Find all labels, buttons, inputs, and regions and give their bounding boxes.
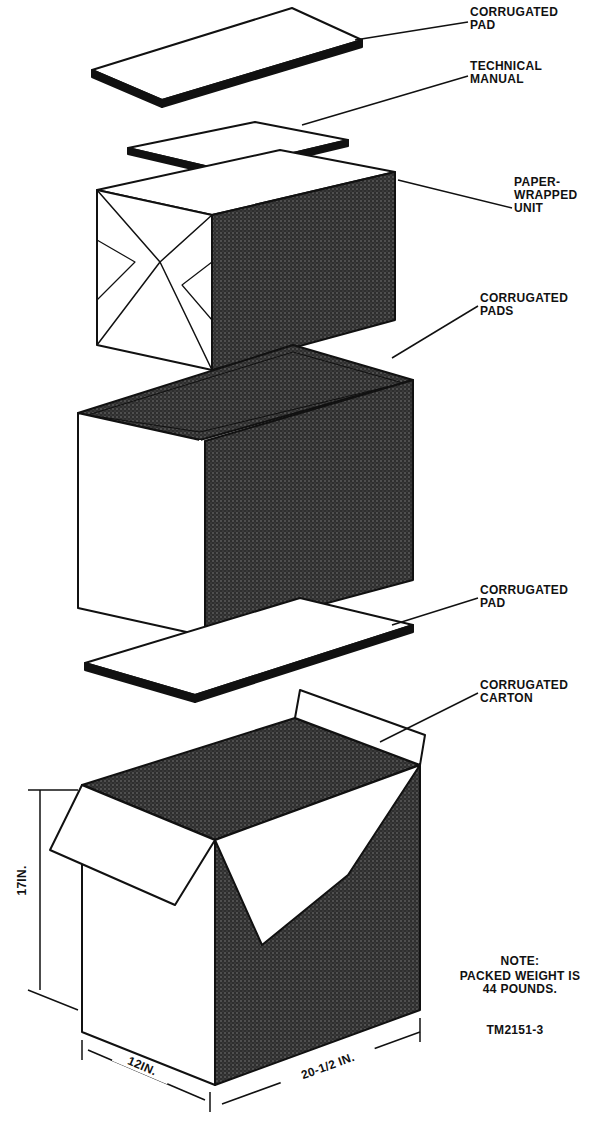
note-heading: NOTE:	[460, 955, 580, 968]
part-label: PAPER-WRAPPED UNIT	[514, 176, 589, 215]
part-label: TECHNICAL MANUAL	[470, 60, 580, 86]
part-label: CORRUGATED PADS	[480, 292, 590, 318]
dimension-label: 17IN.	[16, 849, 29, 913]
part-label: CORRUGATED CARTON	[480, 679, 590, 705]
part-label: CORRUGATED PAD	[470, 6, 580, 32]
part-label: CORRUGATED PAD	[480, 584, 590, 610]
note-text: PACKED WEIGHT IS 44 POUNDS.	[455, 970, 585, 996]
figure-number: TM2151-3	[460, 1024, 570, 1037]
